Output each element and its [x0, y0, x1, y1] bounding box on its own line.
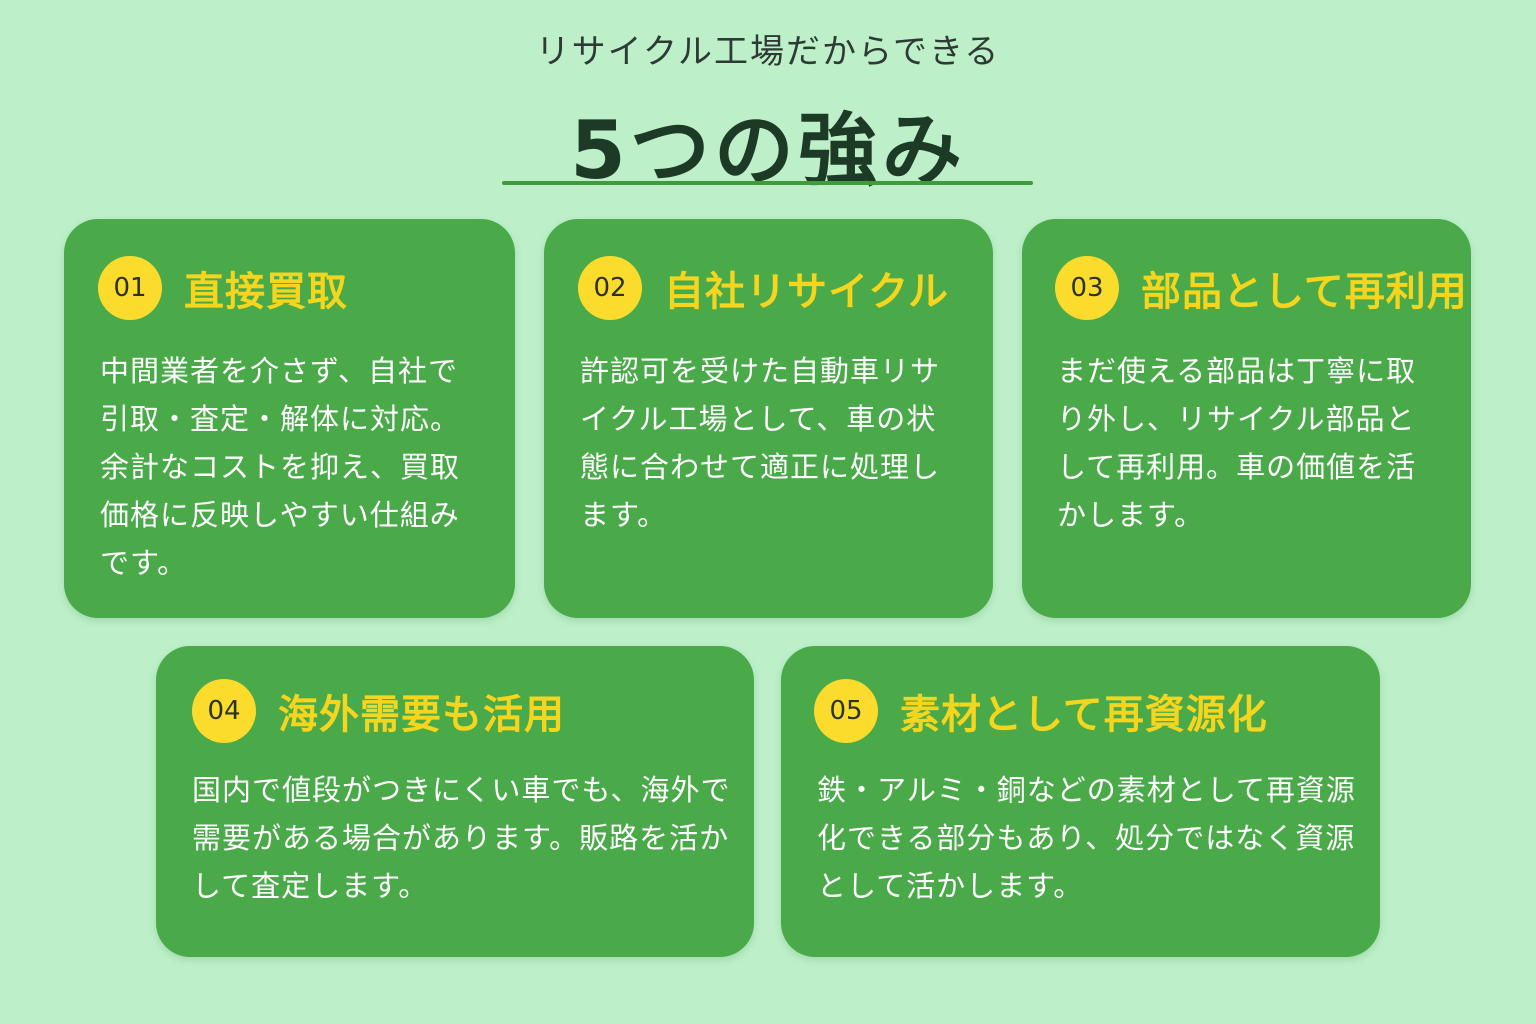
- description-line: まだ使える部品は丁寧に取: [1057, 354, 1417, 388]
- number-badge: 02: [578, 256, 642, 320]
- card-title: 部品として再利用: [1141, 269, 1468, 315]
- description-line: ます。: [580, 498, 668, 532]
- description-line: 余計なコストを抑え、買取: [100, 450, 461, 484]
- number-badge: 05: [814, 679, 878, 743]
- card-description: 鉄・アルミ・銅などの素材として再資源 化できる部分もあり、処分ではなく資源 とし…: [817, 766, 1367, 910]
- card-header: 01 直接買取: [98, 256, 348, 320]
- card-title: 海外需要も活用: [278, 692, 565, 738]
- card-title: 素材として再資源化: [900, 692, 1268, 738]
- card-description: まだ使える部品は丁寧に取 り外し、リサイクル部品と して再利用。車の価値を活 か…: [1057, 347, 1457, 539]
- description-line: 態に合わせて適正に処理し: [580, 450, 941, 484]
- strength-card-4: 04 海外需要も活用 国内で値段がつきにくい車でも、海外で 需要がある場合があり…: [156, 646, 754, 957]
- description-line: かします。: [1057, 498, 1205, 532]
- number-badge: 01: [98, 256, 162, 320]
- description-line: 中間業者を介さず、自社で: [100, 354, 458, 388]
- card-description: 中間業者を介さず、自社で 引取・査定・解体に対応。 余計なコストを抑え、買取 価…: [100, 347, 500, 587]
- description-line: 需要がある場合があります。販路を活か: [192, 821, 730, 855]
- card-header: 02 自社リサイクル: [578, 256, 949, 320]
- strength-card-1: 01 直接買取 中間業者を介さず、自社で 引取・査定・解体に対応。 余計なコスト…: [64, 219, 515, 618]
- description-line: して再利用。車の価値を活: [1057, 450, 1417, 484]
- description-line: として活かします。: [817, 869, 1084, 903]
- strength-card-5: 05 素材として再資源化 鉄・アルミ・銅などの素材として再資源 化できる部分もあ…: [781, 646, 1380, 957]
- description-line: して査定します。: [192, 869, 429, 903]
- description-line: 許認可を受けた自動車リサ: [580, 354, 941, 388]
- title-underline: [502, 181, 1033, 185]
- card-title: 直接買取: [184, 269, 348, 315]
- number-badge: 04: [192, 679, 256, 743]
- description-line: イクル工場として、車の状: [580, 402, 937, 436]
- description-line: り外し、リサイクル部品と: [1057, 402, 1416, 436]
- card-header: 05 素材として再資源化: [814, 679, 1268, 743]
- card-description: 許認可を受けた自動車リサ イクル工場として、車の状 態に合わせて適正に処理し ま…: [580, 347, 980, 539]
- card-header: 03 部品として再利用: [1055, 256, 1468, 320]
- card-description: 国内で値段がつきにくい車でも、海外で 需要がある場合があります。販路を活か して…: [192, 766, 742, 910]
- number-badge: 03: [1055, 256, 1119, 320]
- card-title: 自社リサイクル: [664, 269, 949, 315]
- strength-card-3: 03 部品として再利用 まだ使える部品は丁寧に取 り外し、リサイクル部品と して…: [1022, 219, 1471, 618]
- description-line: 化できる部分もあり、処分ではなく資源: [817, 821, 1356, 855]
- description-line: です。: [100, 546, 188, 580]
- description-line: 国内で値段がつきにくい車でも、海外で: [192, 773, 731, 807]
- subtitle: リサイクル工場だからできる: [535, 32, 1001, 72]
- card-header: 04 海外需要も活用: [192, 679, 565, 743]
- strength-card-2: 02 自社リサイクル 許認可を受けた自動車リサ イクル工場として、車の状 態に合…: [544, 219, 993, 618]
- description-line: 鉄・アルミ・銅などの素材として再資源: [817, 773, 1356, 807]
- description-line: 価格に反映しやすい仕組み: [100, 498, 460, 532]
- description-line: 引取・査定・解体に対応。: [100, 402, 461, 436]
